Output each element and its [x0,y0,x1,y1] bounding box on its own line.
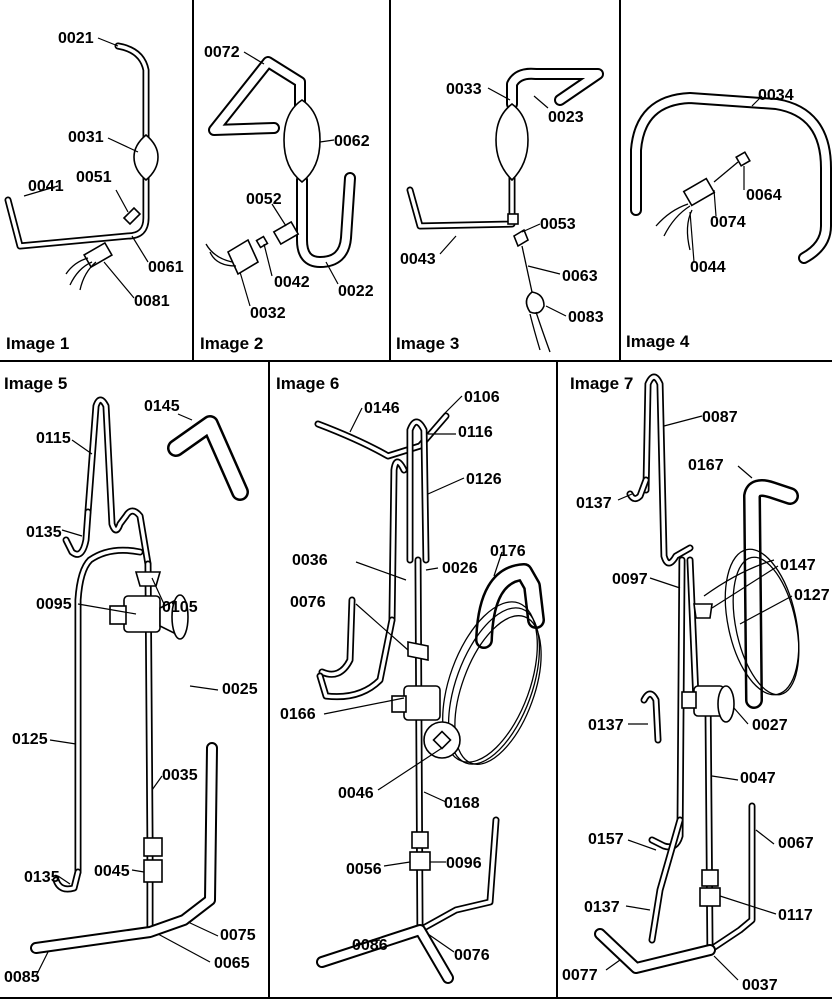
callout-0027: 0027 [752,717,788,734]
callout-0044: 0044 [690,259,726,276]
tube-assembly-1 [4,42,159,291]
callout-0061: 0061 [148,259,184,276]
callout-0025: 0025 [222,681,258,698]
callout-0116: 0116 [458,424,493,441]
callout-0046: 0046 [338,785,374,802]
callout-0145: 0145 [144,398,180,415]
leader-lines-7 [605,415,793,981]
tube-assembly-7 [594,373,800,974]
panel-title-7: Image 7 [570,374,633,393]
callout-0076-lower: 0076 [454,947,490,964]
callout-0053: 0053 [540,216,576,233]
panel-title-4: Image 4 [626,332,690,351]
panel-title-5: Image 5 [4,374,67,393]
callout-0077: 0077 [562,967,598,984]
callout-0081: 0081 [134,293,170,310]
callout-0065: 0065 [214,955,250,972]
leader-lines-1 [23,37,149,299]
callout-0117: 0117 [778,907,813,924]
panel-2: 0072 0062 0052 0032 0042 0022 Image 2 [200,44,374,353]
callout-0052: 0052 [246,191,282,208]
callout-0115: 0115 [36,430,71,447]
callout-0045: 0045 [94,863,130,880]
callout-0067: 0067 [778,835,814,852]
callout-0147: 0147 [780,557,816,574]
callout-0033: 0033 [446,81,482,98]
callout-0157: 0157 [588,831,624,848]
panel-title-1: Image 1 [6,334,69,353]
leader-lines-4 [689,95,763,263]
callout-0037: 0037 [742,977,778,994]
tube-assembly-4 [630,92,832,264]
panel-1: 0021 0031 0041 0051 0061 0081 Image 1 [4,30,184,353]
callout-0097: 0097 [612,571,648,588]
callout-0021: 0021 [58,30,94,47]
callout-0106: 0106 [464,389,500,406]
callout-0168: 0168 [444,795,480,812]
callout-0042: 0042 [274,274,310,291]
callout-0064: 0064 [746,187,782,204]
callout-0043: 0043 [400,251,436,268]
panel-title-3: Image 3 [396,334,459,353]
leader-lines-3 [439,87,567,317]
callout-0137-lower: 0137 [584,899,620,916]
callout-0166: 0166 [280,706,316,723]
callout-0072: 0072 [204,44,240,61]
callout-0146: 0146 [364,400,400,417]
callout-0023: 0023 [548,109,584,126]
callout-0022: 0022 [338,283,374,300]
panel-title-2: Image 2 [200,334,263,353]
leader-lines-2 [239,51,339,307]
panel-7: 0087 0137 0167 0097 0147 0127 0137 0027 … [562,373,830,994]
callout-0063: 0063 [562,268,598,285]
callout-0095: 0095 [36,596,72,613]
callout-0032: 0032 [250,305,286,322]
callout-0036: 0036 [292,552,328,569]
callout-0041: 0041 [28,178,64,195]
callout-0074: 0074 [710,214,746,231]
panel-3: 0033 0023 0053 0043 0063 0083 Image 3 [396,67,604,353]
callout-0047: 0047 [740,770,776,787]
panel-4: 0034 0064 0074 0044 Image 4 [626,87,832,351]
callout-0096: 0096 [446,855,482,872]
callout-0087: 0087 [702,409,738,426]
tube-assembly-6 [314,412,545,984]
callout-0062: 0062 [334,133,370,150]
callout-0026: 0026 [442,560,478,577]
tube-assembly-5 [30,396,249,954]
callout-0127: 0127 [794,587,830,604]
callout-0034: 0034 [758,87,794,104]
callout-0083: 0083 [568,309,604,326]
callout-0176: 0176 [490,543,526,560]
callout-0086: 0086 [352,937,388,954]
callout-0137-top: 0137 [576,495,612,512]
callout-0051: 0051 [76,169,112,186]
tube-assembly-2 [205,56,356,276]
callout-0135-lower: 0135 [24,869,60,886]
callout-0035: 0035 [162,767,198,784]
callout-0031: 0031 [68,129,104,146]
callout-0075: 0075 [220,927,256,944]
panel-5: 0145 0115 0135 0095 0105 0025 0125 0035 … [4,374,258,986]
callout-0167: 0167 [688,457,724,474]
leader-lines-5 [35,413,219,977]
callout-0125: 0125 [12,731,48,748]
callout-0076-upper: 0076 [290,594,326,611]
callout-0056: 0056 [346,861,382,878]
tube-assembly-3 [406,67,604,353]
callout-0135-upper: 0135 [26,524,62,541]
callout-0105: 0105 [162,599,198,616]
panel-title-6: Image 6 [276,374,339,393]
callout-0085: 0085 [4,969,40,986]
callout-0137-middle: 0137 [588,717,624,734]
leader-lines-6 [323,395,503,953]
panel-6: 0146 0106 0116 0126 0036 0026 0176 0076 … [276,374,545,984]
callout-0126: 0126 [466,471,502,488]
